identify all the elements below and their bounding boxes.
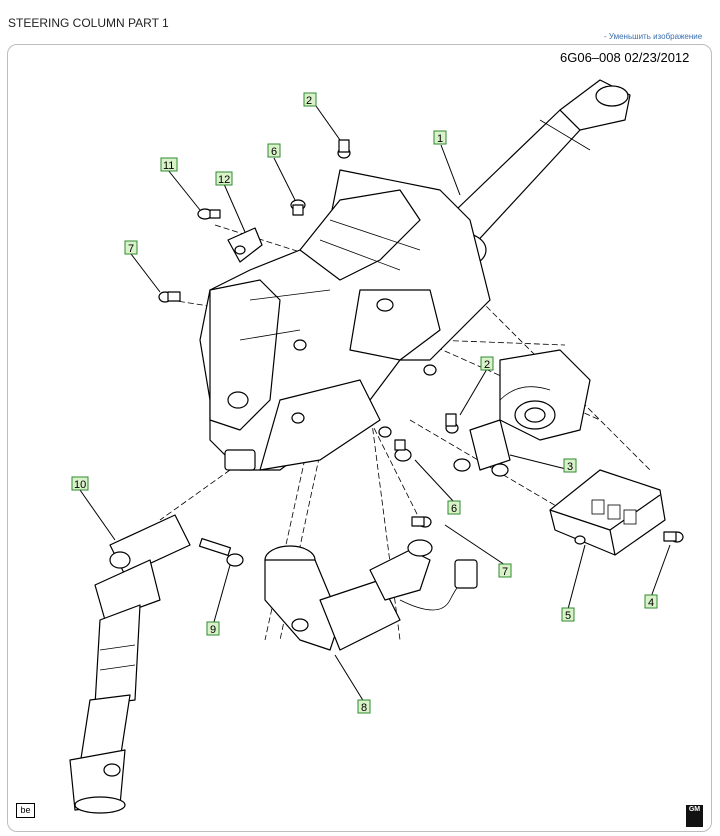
- callout-6-right: 6: [447, 500, 461, 515]
- bolt-9: [198, 537, 244, 567]
- callout-2-top: 2: [303, 92, 317, 107]
- svg-text:10: 10: [74, 479, 86, 491]
- svg-text:2: 2: [484, 359, 490, 371]
- gm-logo: GM: [686, 805, 703, 827]
- svg-text:4: 4: [648, 597, 654, 609]
- bolt-2-right: [445, 413, 459, 434]
- callout-6-top: 6: [267, 143, 281, 158]
- callout-11: 11: [160, 157, 178, 172]
- electronic-module-5: [549, 469, 666, 556]
- svg-text:5: 5: [565, 610, 571, 622]
- svg-text:7: 7: [128, 243, 134, 255]
- svg-text:12: 12: [218, 174, 230, 186]
- svg-text:6: 6: [451, 503, 457, 515]
- motor-actuator-8: [264, 539, 478, 651]
- bolt-7-right: [411, 516, 432, 528]
- callout-labels: 2 1 6 11 12 7 2 3 6 10 7 4 5 9 8: [71, 92, 658, 714]
- svg-text:9: 9: [210, 624, 216, 636]
- callout-9: 9: [206, 621, 220, 636]
- svg-text:1: 1: [437, 133, 443, 145]
- intermediate-shaft-10: [69, 514, 191, 814]
- bolt-4: [663, 531, 684, 543]
- bolt-11: [197, 208, 221, 220]
- callout-1: 1: [433, 130, 447, 145]
- callout-12: 12: [215, 171, 233, 186]
- fasteners: [158, 139, 684, 567]
- page-title: STEERING COLUMN PART 1: [8, 16, 169, 30]
- callout-4: 4: [644, 594, 658, 609]
- callout-7-left: 7: [124, 240, 138, 255]
- callout-8: 8: [357, 699, 371, 714]
- sensor-assembly-3: [453, 349, 591, 477]
- svg-text:3: 3: [567, 461, 573, 473]
- diagram-frame: [7, 44, 712, 832]
- steering-column-assembly: [199, 79, 631, 471]
- callout-3: 3: [563, 458, 577, 473]
- callout-5: 5: [561, 607, 575, 622]
- svg-text:2: 2: [306, 95, 312, 107]
- bolt-6-top: [290, 199, 306, 216]
- bolt-2-top: [337, 139, 351, 159]
- shrink-image-link[interactable]: - Уменьшить изображение: [604, 32, 703, 41]
- be-logo: be: [16, 803, 35, 818]
- svg-text:8: 8: [361, 702, 367, 714]
- callout-7-right: 7: [498, 563, 512, 578]
- callout-2-right: 2: [480, 356, 494, 371]
- bolt-6-right: [394, 439, 412, 462]
- svg-text:7: 7: [502, 566, 508, 578]
- leader-lines: [79, 105, 671, 703]
- callout-10: 10: [71, 476, 89, 491]
- clip-12: [227, 227, 263, 263]
- bolt-7-left: [158, 291, 181, 303]
- svg-text:11: 11: [163, 160, 174, 172]
- svg-text:6: 6: [271, 146, 277, 158]
- diagram-reference: 6G06–008 02/23/2012: [560, 50, 690, 65]
